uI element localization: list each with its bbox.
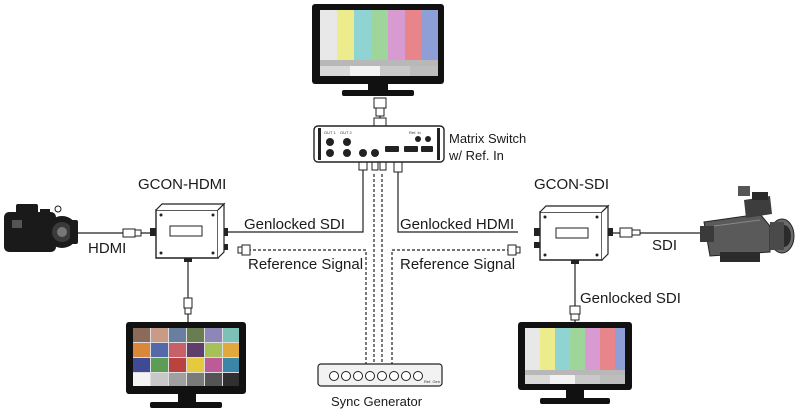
switch-out2-label: OUT 2 xyxy=(340,130,352,135)
matrix-switch-label-line1: Matrix Switch xyxy=(449,131,526,146)
matrix-switch-label-line2: w/ Ref. In xyxy=(448,148,504,163)
sync-generator-label: Sync Generator xyxy=(331,394,423,409)
cable-genlocked-hdmi xyxy=(397,172,518,233)
genlocked-sdi-label-right: Genlocked SDI xyxy=(580,290,681,307)
switch-ref-in-label: Ref. In xyxy=(409,130,421,135)
lower-left-monitor xyxy=(126,322,246,408)
hdmi-label: HDMI xyxy=(88,240,126,257)
color-checker-chart xyxy=(133,328,239,386)
matrix-switch: OUT 1 OUT 2 Ref. In xyxy=(313,125,445,163)
reference-signal-label-left: Reference Signal xyxy=(248,256,363,273)
sync-panel-text: Ref. Gen xyxy=(424,379,440,384)
color-bars-top xyxy=(320,10,438,76)
reference-signal-label-right: Reference Signal xyxy=(400,256,515,273)
broadcast-camera-icon xyxy=(700,186,795,262)
dslr-camera-icon xyxy=(4,204,78,252)
genlocked-sdi-label-left: Genlocked SDI xyxy=(244,216,345,233)
color-bars-bottom xyxy=(525,328,625,384)
gcon-sdi-converter xyxy=(534,204,613,264)
cable-genlocked-sdi xyxy=(226,170,364,233)
connectors xyxy=(122,97,641,321)
gcon-hdmi-converter xyxy=(150,202,228,262)
top-monitor xyxy=(312,4,444,96)
sdi-label: SDI xyxy=(652,237,677,254)
cable-ref-left xyxy=(248,249,367,370)
gcon-sdi-label: GCON-SDI xyxy=(534,176,609,193)
lower-right-monitor xyxy=(518,322,632,404)
switch-out1-label: OUT 1 xyxy=(324,130,336,135)
cable-ref-right xyxy=(391,249,510,370)
genlocked-hdmi-label: Genlocked HDMI xyxy=(400,216,514,233)
sync-generator: Ref. Gen xyxy=(317,363,443,387)
gcon-hdmi-label: GCON-HDMI xyxy=(138,176,226,193)
cables xyxy=(76,98,700,372)
